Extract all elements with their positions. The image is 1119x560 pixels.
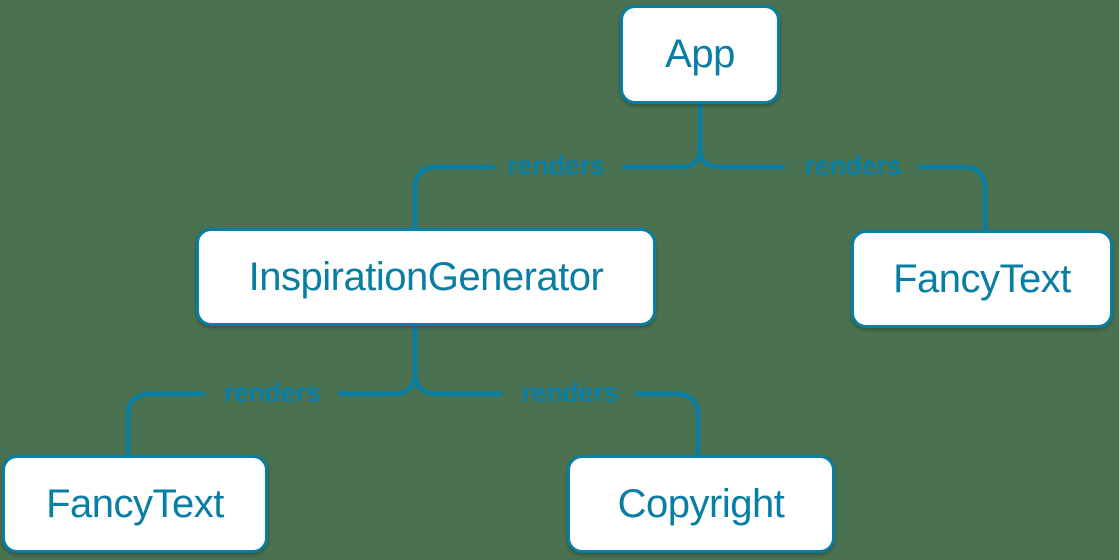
node-app: App: [620, 5, 780, 104]
edge-label-renders: renders: [507, 150, 605, 181]
edge-line-inspiration-generator-to-copyright: [412, 369, 701, 458]
node-label: App: [665, 32, 735, 76]
node-copyright: Copyright: [567, 455, 835, 553]
edge-label-renders: renders: [804, 150, 902, 181]
node-label: FancyText: [893, 256, 1071, 301]
node-fancy-text-right: FancyText: [851, 230, 1113, 328]
node-label: FancyText: [46, 481, 224, 526]
node-label: InspirationGenerator: [248, 254, 604, 299]
node-inspiration-generator: InspirationGenerator: [196, 228, 656, 326]
edge-line-app-to-fancy-text-right: [697, 146, 988, 233]
edge-label-renders: renders: [521, 377, 619, 408]
node-label: Copyright: [617, 481, 785, 526]
node-fancy-text-left: FancyText: [2, 455, 268, 553]
edge-label-renders: renders: [223, 377, 321, 408]
